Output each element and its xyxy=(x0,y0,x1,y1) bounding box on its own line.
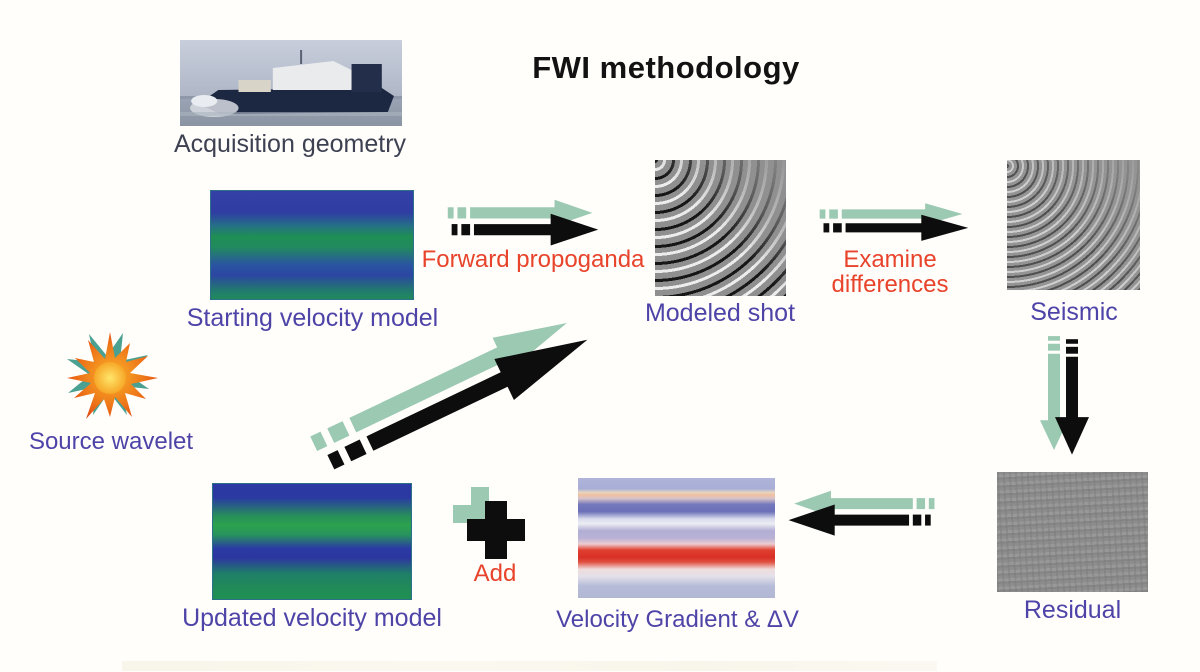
double-arrow-up-right-icon xyxy=(290,292,613,502)
velocity-gradient-label: Velocity Gradient & ΔV xyxy=(556,606,799,633)
velocity-gradient-image xyxy=(578,478,775,598)
examine-differences-label: Examine differences xyxy=(815,246,965,299)
double-arrow-right-icon xyxy=(812,201,975,247)
add-label: Add xyxy=(473,560,517,587)
updated-velocity-model-image xyxy=(212,483,412,600)
seismic-image xyxy=(1007,160,1140,290)
residual-image xyxy=(997,472,1148,592)
examine-differences-line1: Examine xyxy=(843,246,937,273)
starting-velocity-model-image xyxy=(210,190,414,300)
seismic-label: Seismic xyxy=(1030,298,1118,326)
residual-label: Residual xyxy=(1023,596,1122,624)
modeled-shot-label: Modeled shot xyxy=(644,299,796,327)
starting-velocity-model-label: Starting velocity model xyxy=(186,304,439,332)
survey-vessel-image xyxy=(180,40,402,126)
cropped-content-strip xyxy=(122,661,937,671)
double-arrow-down-icon xyxy=(1037,330,1097,460)
modeled-shot-image xyxy=(655,160,786,296)
double-arrow-right-icon xyxy=(440,197,605,253)
page-title: FWI methodology xyxy=(532,50,800,85)
examine-differences-line2: differences xyxy=(831,271,949,299)
source-wavelet-burst-icon xyxy=(52,330,170,430)
forward-propagation-label: Forward propoganda xyxy=(421,246,645,273)
updated-velocity-model-label: Updated velocity model xyxy=(182,604,442,632)
acquisition-geometry-label: Acquisition geometry xyxy=(173,130,407,158)
double-arrow-left-icon xyxy=(782,488,942,543)
source-wavelet-label: Source wavelet xyxy=(28,428,194,455)
add-plus-icon xyxy=(450,486,534,570)
